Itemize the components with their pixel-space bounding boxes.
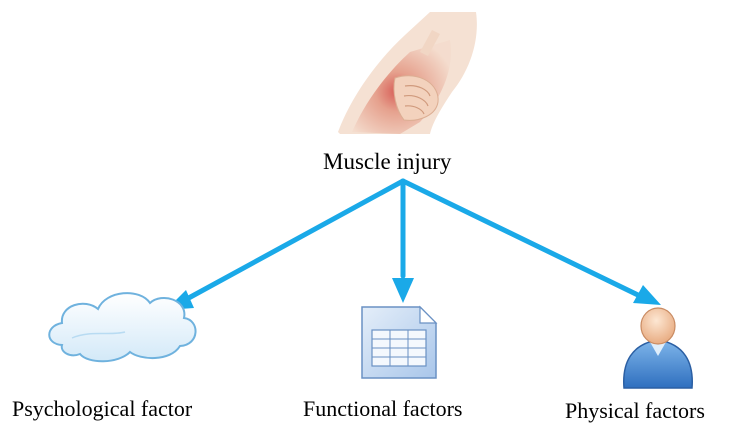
arrow-to-psychological	[185, 181, 403, 300]
arrowhead-functional	[392, 278, 414, 303]
connector-arrows	[185, 181, 640, 300]
psychological-factor-label: Psychological factor	[12, 396, 192, 422]
user-person-icon	[624, 308, 692, 388]
arm-pain-photo	[338, 12, 477, 134]
arrow-to-physical	[403, 181, 640, 296]
spreadsheet-document-icon	[362, 307, 436, 378]
root-node-label: Muscle injury	[323, 149, 451, 175]
functional-factors-label: Functional factors	[303, 396, 462, 422]
physical-factors-label: Physical factors	[565, 398, 705, 424]
cloud-icon	[49, 293, 195, 361]
arrow-heads	[166, 278, 661, 310]
